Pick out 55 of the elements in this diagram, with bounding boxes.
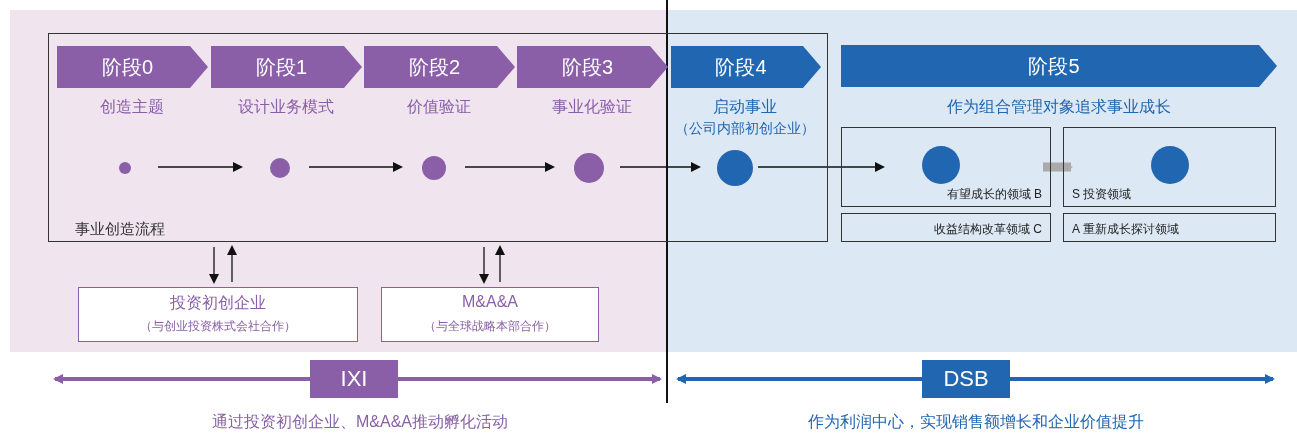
stage-title: 阶段2: [407, 55, 462, 80]
arrow: [53, 374, 310, 384]
area-label: 有望成长的领域 B: [946, 186, 1042, 203]
stage-banner: [517, 46, 668, 88]
arrow: [464, 162, 555, 172]
stage-caption: 设计业务模式: [236, 97, 335, 117]
frame-label: 事业创造流程: [75, 220, 165, 239]
division-caption: 通过投资初创企业、M&A&A推动孵化活动: [211, 412, 509, 432]
division-tag: [922, 360, 1010, 398]
division-label: IXI: [339, 366, 369, 392]
arrow: [495, 245, 505, 283]
stage-banner: [841, 45, 1277, 87]
stage-title: 阶段0: [100, 55, 155, 80]
stage-banner: [57, 46, 208, 88]
area-box: [841, 127, 1051, 207]
arrow: [757, 162, 885, 172]
arrow: [1010, 374, 1275, 384]
partner-title: 投资初创企业: [169, 293, 267, 313]
stage-caption: 价值验证: [405, 97, 472, 117]
area-label: 收益结构改革领域 C: [934, 221, 1042, 238]
arrow: [676, 374, 922, 384]
partner-box: [78, 287, 358, 342]
arrow: [619, 162, 701, 172]
stage-title: 阶段3: [560, 55, 615, 80]
partner-note: （与创业投资株式会社合作）: [139, 318, 297, 335]
area-box: [1063, 127, 1276, 207]
partner-note: （与全球战略本部合作）: [423, 318, 557, 335]
arrow: [1043, 162, 1073, 172]
stage-title: 阶段5: [1027, 54, 1081, 79]
stage-title: 阶段4: [714, 55, 768, 80]
partner-title: M&A&A: [461, 293, 519, 311]
stage-caption: 事业化验证: [550, 97, 633, 117]
arrow: [209, 246, 219, 284]
arrow: [479, 246, 489, 284]
stage-caption: 作为组合管理对象追求事业成长: [946, 97, 1172, 117]
area-label: A 重新成长探讨领域: [1072, 221, 1179, 238]
area-box: [1063, 213, 1276, 242]
arrow: [308, 162, 403, 172]
process-frame: [48, 33, 828, 242]
stage-caption: 创造主题: [98, 97, 165, 117]
stage-banner: [211, 46, 362, 88]
stage-banner: [364, 46, 515, 88]
division-label: DSB: [942, 366, 990, 392]
division-caption: 作为利润中心，实现销售额增长和企业价值提升: [807, 412, 1145, 432]
area-label: S 投资领域: [1072, 186, 1132, 203]
arrow: [227, 245, 237, 283]
arrow: [398, 374, 662, 384]
arrow: [157, 162, 243, 172]
stage-caption: 启动事业: [712, 97, 778, 117]
stage-title: 阶段1: [254, 55, 309, 80]
stage-banner: [671, 46, 821, 88]
stage-caption: （公司内部初创企业）: [674, 120, 816, 138]
partner-box: [381, 287, 599, 342]
division-tag: [310, 360, 398, 398]
area-box: [841, 213, 1051, 242]
